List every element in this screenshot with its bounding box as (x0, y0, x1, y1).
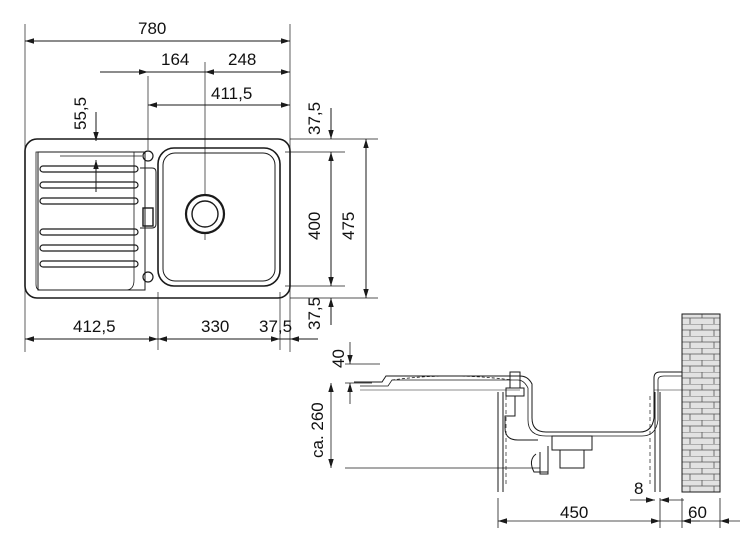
top-view (24, 24, 378, 352)
drainer-area (37, 151, 146, 291)
top-dimensions (25, 38, 369, 342)
dim-cabinet-depth: 450 (560, 503, 589, 522)
tap-hole-top (142, 150, 154, 162)
dim-rim-height: 40 (329, 349, 348, 368)
dim-bowl-right-offset: 248 (228, 50, 257, 69)
section-dimensions (328, 342, 740, 528)
dim-install-depth: ca. 260 (308, 402, 327, 458)
drainer-ribs (39, 165, 139, 268)
dim-bowl-width: 330 (201, 317, 230, 336)
dim-right-margin: 37,5 (259, 317, 293, 336)
dim-bowl-depth: 400 (305, 211, 324, 240)
dim-drainer-rib-offset: 55,5 (71, 96, 90, 130)
dim-top-margin: 37,5 (305, 101, 324, 135)
section-view (354, 371, 684, 492)
tap-hole-bottom (142, 271, 154, 283)
dim-bowl-center-offset: 411,5 (211, 84, 253, 103)
dim-wall-thickness: 60 (688, 503, 707, 522)
dim-bottom-margin: 37,5 (305, 296, 324, 330)
dim-drainer-offset: 164 (161, 50, 190, 69)
bowl (157, 147, 281, 287)
dim-overall-depth: 475 (339, 211, 358, 240)
dim-overall-width: 780 (138, 19, 167, 38)
wall (681, 313, 721, 493)
dim-wall-gap: 8 (634, 479, 644, 498)
overflow-icon (142, 207, 154, 227)
dim-left-width: 412,5 (73, 317, 116, 336)
